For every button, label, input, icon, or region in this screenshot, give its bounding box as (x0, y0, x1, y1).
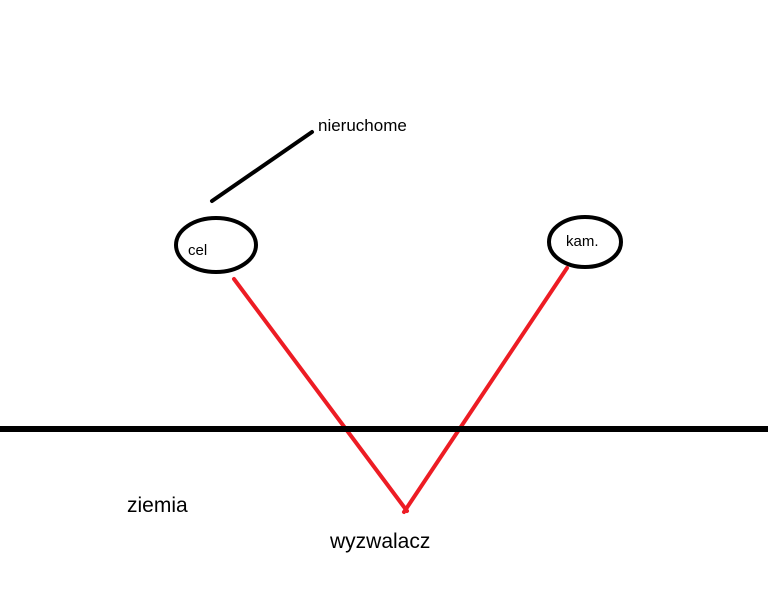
label-kam: kam. (566, 233, 599, 250)
annotation-pointer-line (210, 130, 314, 203)
trigger-line-left (232, 277, 409, 513)
trigger-line-right (402, 266, 569, 514)
label-cel: cel (188, 242, 208, 259)
label-wyzwalacz: wyzwalacz (330, 530, 431, 553)
label-nieruchome: nieruchome (318, 116, 407, 135)
kam-node-ellipse (547, 215, 623, 269)
cel-node-ellipse (174, 216, 258, 274)
label-ziemia: ziemia (127, 494, 188, 517)
